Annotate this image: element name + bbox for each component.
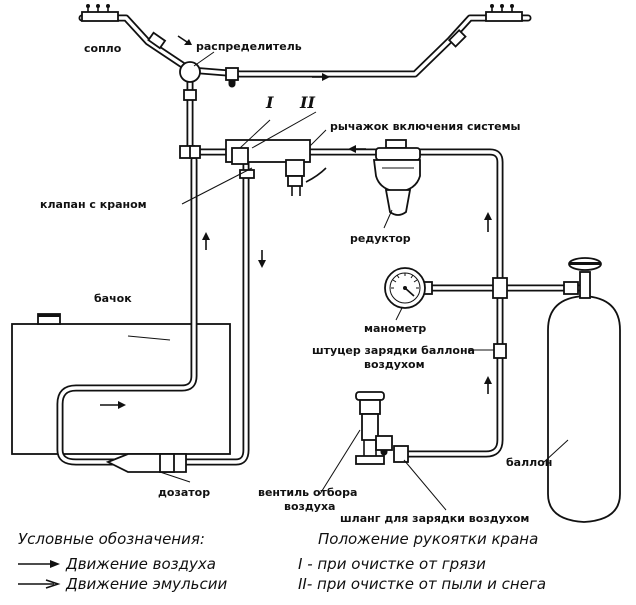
label-valve-line1: вентиль отбора: [258, 486, 357, 499]
cylinder: [547, 257, 621, 523]
label-tank: бачок: [94, 292, 132, 305]
air-intake-valve: [355, 391, 409, 465]
label-nozzle: сопло: [84, 42, 122, 55]
label-valve-line2: воздуха: [284, 500, 335, 513]
handle-legend: Положение рукоятки крана I - при очистке…: [298, 530, 546, 593]
reducer: [372, 139, 421, 216]
label-doser: дозатор: [158, 486, 210, 499]
label-reducer: редуктор: [350, 232, 411, 245]
riser-fittings: [492, 277, 579, 359]
label-fitting-line2: воздухом: [364, 358, 425, 371]
valve-with-tap: [179, 139, 327, 196]
legend-air-arrow: [50, 560, 60, 568]
handle-legend-item2: II- при очистке от пыли и снега: [298, 575, 546, 593]
label-pressure-gauge: манометр: [364, 322, 426, 335]
handle-legend-title: Положение рукоятки крана: [318, 530, 538, 548]
label-hose: шланг для зарядки воздухом: [340, 512, 529, 525]
handle-legend-item1: I - при очистке от грязи: [298, 555, 486, 573]
label-position-one: I: [265, 93, 274, 112]
distributor: [179, 61, 239, 101]
legend-emulsion-arrow: [45, 579, 61, 589]
legend-emulsion: Движение эмульсии: [65, 575, 227, 593]
nozzle-left: [81, 4, 167, 50]
label-valve-with-tap: клапан с краном: [40, 198, 147, 211]
legend: Условные обозначения: Движение воздуха Д…: [18, 530, 227, 593]
nozzle-right: [447, 4, 523, 48]
leader-lines: [127, 51, 569, 511]
label-fitting-line1: штуцер зарядки баллона: [312, 344, 475, 357]
legend-air: Движение воздуха: [65, 555, 216, 573]
label-switch-lever: рычажок включения системы: [330, 120, 521, 133]
label-position-two: II: [299, 93, 315, 112]
label-distributor: распределитель: [196, 40, 302, 53]
flow-arrows: [100, 35, 492, 409]
pressure-gauge: [384, 267, 433, 309]
doser: [105, 453, 187, 473]
legend-title: Условные обозначения:: [18, 530, 205, 548]
label-cylinder: баллон: [506, 456, 552, 469]
pipework: [56, 14, 584, 466]
